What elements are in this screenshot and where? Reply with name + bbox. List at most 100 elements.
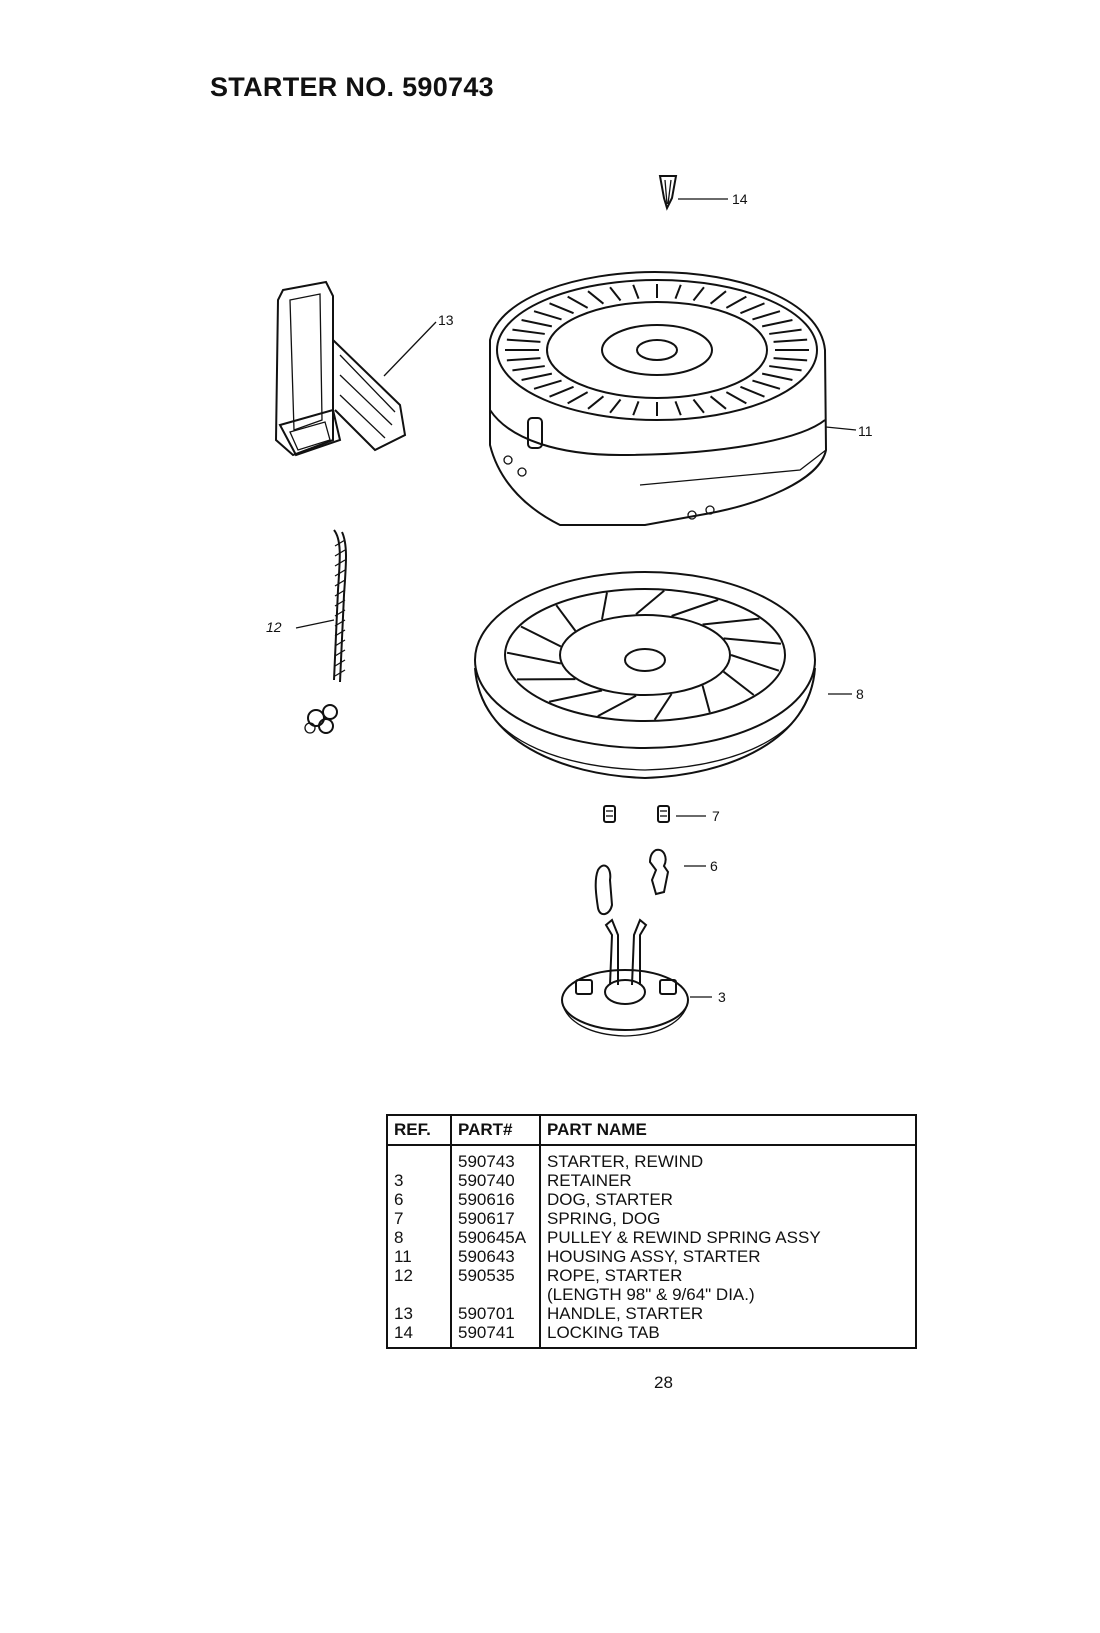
vent-slot <box>674 401 682 416</box>
ref-cell: 13 <box>394 1304 413 1323</box>
vent-slot <box>761 319 793 328</box>
vent-slot <box>692 398 705 414</box>
pulley-vane <box>723 637 781 645</box>
part-name-cell: DOG, STARTER <box>539 1190 916 1209</box>
page-number: 28 <box>654 1373 673 1392</box>
vent-slot <box>549 385 574 398</box>
handle-part: 13 <box>274 280 454 457</box>
ref-cell: 3 <box>394 1171 404 1190</box>
callout-6: 6 <box>710 858 718 874</box>
vent-slot <box>567 295 589 309</box>
part-name-cell: LOCKING TAB <box>539 1323 916 1348</box>
vent-slot <box>752 310 781 321</box>
vent-slot <box>549 302 574 315</box>
starter-dog-parts: 6 <box>594 848 718 916</box>
rope-part: 12 <box>266 529 347 734</box>
housing-vent-slots <box>505 284 809 416</box>
ref-cell <box>387 1285 451 1304</box>
rope-twist <box>334 599 346 607</box>
part-number-cell: 590740 <box>450 1171 540 1190</box>
pulley-vanes <box>506 589 781 721</box>
ref-cell: 12 <box>394 1266 413 1285</box>
rope-twist <box>334 649 346 657</box>
rope-twist-marks <box>334 539 346 677</box>
ref-cell: 7 <box>394 1209 404 1228</box>
table-row: (LENGTH 98" & 9/64" DIA.) <box>387 1285 916 1304</box>
pulley-vane <box>601 592 608 620</box>
part-name-cell: PULLEY & REWIND SPRING ASSY <box>539 1228 916 1247</box>
part-name-cell: SPRING, DOG <box>539 1209 916 1228</box>
pulley-vane <box>701 685 711 713</box>
vent-slot <box>761 372 793 381</box>
vent-slot <box>709 395 727 410</box>
rope-twist <box>334 609 346 617</box>
pulley-vane <box>730 654 780 672</box>
pulley-vane <box>548 689 603 703</box>
vent-slot <box>769 365 802 372</box>
callout-7: 7 <box>712 808 720 824</box>
part-number-cell: 590535 <box>450 1266 540 1285</box>
rope-twist <box>334 619 346 627</box>
table-header-row: REF. PART# PART NAME <box>387 1115 916 1146</box>
vent-slot <box>567 391 589 405</box>
vent-slot <box>587 395 605 410</box>
rope-twist <box>334 569 346 577</box>
part-name-cell: (LENGTH 98" & 9/64" DIA.) <box>539 1285 916 1304</box>
header-part-name: PART NAME <box>539 1115 916 1146</box>
vent-slot <box>533 379 562 390</box>
part-name-cell: ROPE, STARTER <box>539 1266 916 1285</box>
pulley-vane <box>653 693 673 721</box>
vent-slot <box>674 284 682 299</box>
pulley-vane <box>597 694 637 717</box>
ref-cell: 14 <box>394 1323 413 1342</box>
callout-13: 13 <box>438 312 454 328</box>
exploded-parts-diagram: 14 13 11 12 <box>266 175 873 1037</box>
vent-slot <box>632 401 640 416</box>
callout-8: 8 <box>856 686 864 702</box>
vent-slot <box>512 365 545 372</box>
part-number-cell: 590645A <box>450 1228 540 1247</box>
dog-spring-parts: 7 <box>603 805 720 824</box>
header-part-number: PART# <box>450 1115 540 1146</box>
vent-slot <box>609 398 622 414</box>
vent-slot <box>692 286 705 302</box>
housing-part: 11 <box>489 270 873 526</box>
rope-twist <box>334 549 346 557</box>
part-number-cell: 590701 <box>450 1304 540 1323</box>
part-number-cell: 590741 <box>450 1323 540 1348</box>
ref-cell: 8 <box>394 1228 404 1247</box>
vent-slot <box>773 357 808 362</box>
pulley-vane <box>671 598 719 617</box>
vent-slot <box>725 295 747 309</box>
vent-slot <box>725 391 747 405</box>
rope-twist <box>334 589 346 597</box>
vent-slot <box>773 338 808 343</box>
part-number-cell: 590616 <box>450 1190 540 1209</box>
ref-cell: 11 <box>394 1247 412 1266</box>
part-name-cell: HOUSING ASSY, STARTER <box>539 1247 916 1266</box>
rope-twist <box>334 579 346 587</box>
rope-twist <box>334 539 346 547</box>
rope-twist <box>334 659 346 667</box>
part-number-cell: 590643 <box>450 1247 540 1266</box>
vent-slot <box>506 338 541 343</box>
ref-cell <box>387 1145 451 1171</box>
rope-twist <box>334 639 346 647</box>
part-name-cell: HANDLE, STARTER <box>539 1304 916 1323</box>
callout-11: 11 <box>858 423 873 439</box>
part-number-cell <box>450 1285 540 1304</box>
page-title: STARTER NO. 590743 <box>210 72 494 102</box>
pulley-vane <box>555 604 577 632</box>
vent-slot <box>752 379 781 390</box>
pulley-vane <box>722 670 755 696</box>
pulley-vane <box>635 589 665 615</box>
callout-14: 14 <box>732 191 748 207</box>
callout-12: 12 <box>266 619 282 635</box>
